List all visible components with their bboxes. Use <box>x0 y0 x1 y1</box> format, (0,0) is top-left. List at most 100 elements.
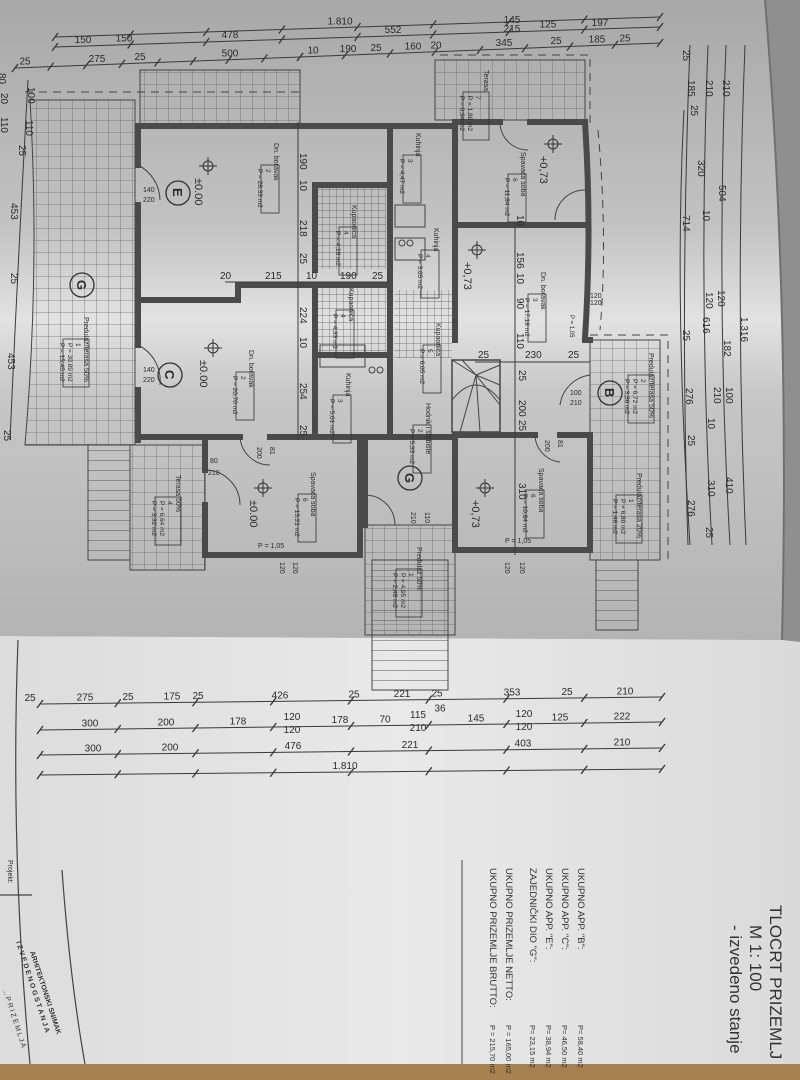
interior-dimension-label: 10 <box>297 337 308 349</box>
bottom-dimension-label: 120 <box>284 712 301 723</box>
bottom-dimension-label: 25 <box>561 687 573 698</box>
room-label: Predulaz/terasa 20%1P = 6,80 m2P = 1,46 … <box>611 473 643 544</box>
bottom-dimension-label: 300 <box>85 743 102 754</box>
drawing-subtitle: - izvedeno stanje <box>726 925 745 1054</box>
bottom-dimension-label: 200 <box>158 717 175 728</box>
top-dimension-label: 150 <box>116 34 133 45</box>
right-dimension-label: 504 <box>716 185 727 202</box>
right-dimension-label: 616 <box>700 317 711 334</box>
right-dimension-label: 210 <box>720 80 731 97</box>
bottom-dimension-label: 175 <box>164 692 181 703</box>
room-label-box <box>154 496 182 546</box>
bottom-dimension-label: 275 <box>77 692 94 703</box>
room-name: Terasa 50% <box>174 475 181 512</box>
interior-dimension-label: 215 <box>265 271 282 282</box>
interior-dimension-label: 218 <box>297 220 308 237</box>
left-dimension-label: 25 <box>1 430 12 442</box>
room-number: 4 <box>339 314 346 318</box>
top-dimension-label: 500 <box>222 49 239 60</box>
opening-label: 80 <box>210 458 218 465</box>
room-number: 6 <box>529 494 536 498</box>
dimension-lines <box>9 12 747 780</box>
opening-label: 210 <box>570 400 582 407</box>
walls <box>135 118 593 558</box>
bottom-dimension-label: 476 <box>285 741 302 752</box>
right-dimension-line <box>739 44 747 546</box>
summary-value: P = 165,00 m2 <box>504 1025 513 1074</box>
top-dimension-label: 10 <box>307 45 319 56</box>
drawing-title: TLOCRT PRIZEMLJ <box>766 905 785 1059</box>
room-name: Kuhinja <box>432 228 439 251</box>
top-dimension-label: 25 <box>619 33 631 44</box>
room-label-box <box>335 309 355 359</box>
opening-label: 120 <box>278 562 285 574</box>
room-area: P = 6,72 m2 <box>631 379 638 414</box>
room-number: 2 <box>416 429 423 433</box>
terrace-b <box>589 339 661 561</box>
interior-dimension-label: 230 <box>525 350 542 361</box>
room-label-box <box>338 226 358 276</box>
room-area: P = 3,32 m2 <box>150 501 157 536</box>
room-label-box <box>297 493 317 543</box>
room-area: P = 20,70 m2 <box>231 376 238 415</box>
right-dimension-line <box>721 44 731 546</box>
left-dimension-label: 110 <box>0 117 9 133</box>
summary-row: UKUPNO APP. "B": P= 58,40 m2 <box>575 868 586 1068</box>
room-label-box <box>412 424 432 474</box>
room-label-box <box>462 91 490 141</box>
room-area: P = 3,65 m2 <box>416 254 423 289</box>
interior-dimension-label: 310 <box>516 483 527 500</box>
opening-label: 140 <box>143 187 155 194</box>
top-dimension-label: 1.810 <box>327 17 352 28</box>
opening-label: 220 <box>143 377 155 384</box>
summary-value: P= 58,40 m2 <box>576 1025 585 1068</box>
room-area: P = 4,33 m2 <box>331 314 338 349</box>
room-label-box <box>62 338 90 388</box>
top-dimension-label: 125 <box>540 20 557 31</box>
room-number: 5 <box>426 349 433 353</box>
room-name: Kuhinja <box>344 373 351 396</box>
top-dimension-label: 25 <box>550 36 562 47</box>
interior-dimension-label: 25 <box>516 420 527 432</box>
interior-dimension-label: 90 <box>514 298 525 310</box>
interior-dimension-label: 156 <box>514 252 525 269</box>
upper-sheet-edge <box>764 0 785 641</box>
bottom-dimension-label: 178 <box>230 716 247 727</box>
interior-dimension-label: 190 <box>297 153 308 170</box>
summary-label: UKUPNO APP. "B": <box>575 868 586 950</box>
opening-label: 200 <box>255 447 262 459</box>
room-label-box <box>332 394 352 444</box>
bottom-dimension-label: 36 <box>434 703 446 714</box>
summary-row: UKUPNO APP. "C":P= 46,50 m2 <box>559 868 570 1068</box>
room-area: P = 4,47 m2 <box>398 159 405 194</box>
room-name: Kupaonica <box>347 288 354 321</box>
opening-label: 81 <box>268 447 275 455</box>
bottom-dimension-label: 200 <box>162 743 179 754</box>
summary-row: ZAJEDNIČKI DIO "G":P= 23,15 m2 <box>527 868 538 1068</box>
room-number: 1 <box>407 573 414 577</box>
room-area: P = 6,64 m2 <box>158 501 165 536</box>
interior-dimension-label: 200 <box>516 400 527 417</box>
room-number: 6 <box>301 498 308 502</box>
unit-circle <box>397 465 423 491</box>
right-dimension-label: 120 <box>715 290 726 307</box>
interior-dimension-label: 190 <box>340 271 357 282</box>
unit-letter: E <box>170 188 185 197</box>
room-area: P = 6,80 m2 <box>619 499 626 534</box>
top-dimension-label: 197 <box>592 18 609 29</box>
opening-label: 100 <box>570 390 582 397</box>
project-label: Projekt: <box>6 860 13 884</box>
right-dimension-line <box>703 44 713 546</box>
bottom-dimension-label: 221 <box>402 740 419 751</box>
room-name: Spavaća soba <box>519 152 526 196</box>
right-dimension-label: 25 <box>688 105 699 117</box>
